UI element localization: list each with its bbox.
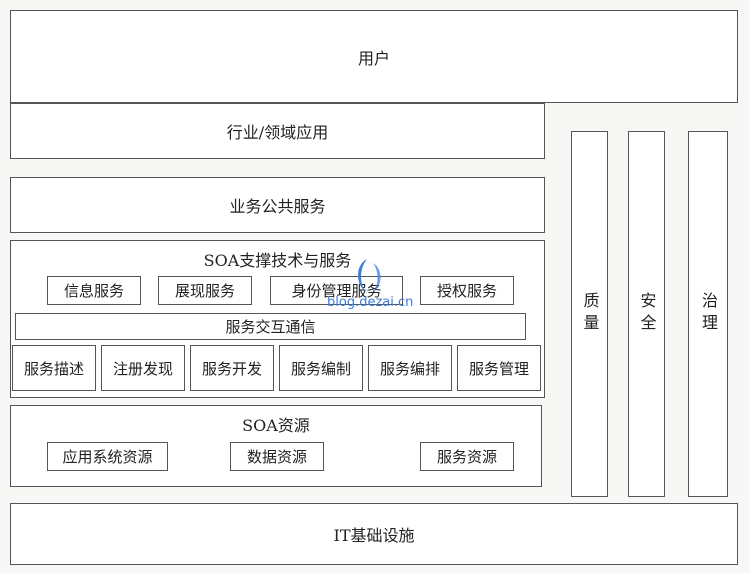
governance-label: 治理	[699, 292, 718, 336]
watermark-text: blog.dezai.cn	[327, 295, 414, 310]
industry-application-layer: 行业/领域应用	[10, 103, 545, 159]
industry-application-label: 行业/领域应用	[226, 123, 329, 142]
governance-column: 治理	[688, 131, 728, 497]
soa-support-title: SOA支撑技术与服务	[203, 251, 352, 270]
info-service-label: 信息服务	[63, 282, 124, 300]
identity-management-service-label: 身份管理服务	[291, 282, 382, 300]
service-development-label: 服务开发	[201, 359, 262, 378]
authorization-service: 授权服务	[420, 276, 514, 305]
service-orchestration: 服务编制	[279, 345, 363, 391]
quality-label: 质量	[580, 292, 600, 336]
service-choreography: 服务编排	[368, 345, 452, 391]
users-layer: 用户	[10, 10, 738, 103]
data-resources-label: 数据资源	[246, 448, 307, 466]
business-common-services-label: 业务公共服务	[229, 197, 326, 216]
users-label: 用户	[357, 48, 390, 68]
presentation-service-label: 展现服务	[174, 282, 235, 300]
soa-resources-title: SOA资源	[242, 416, 310, 435]
service-management-label: 服务管理	[468, 359, 529, 378]
watermark: blog.dezai.cn	[327, 255, 427, 315]
quality-column: 质量	[571, 131, 608, 497]
business-common-services-layer: 业务公共服务	[10, 177, 545, 233]
registry-discovery: 注册发现	[101, 345, 185, 391]
service-choreography-label: 服务编排	[379, 359, 440, 378]
application-system-resources-label: 应用系统资源	[62, 448, 153, 466]
data-resources: 数据资源	[230, 442, 324, 471]
it-infrastructure-layer: IT基础设施	[10, 503, 738, 565]
info-service: 信息服务	[47, 276, 141, 305]
authorization-service-label: 授权服务	[436, 282, 497, 300]
service-management: 服务管理	[457, 345, 541, 391]
service-interaction-communication-label: 服务交互通信	[225, 318, 316, 336]
security-column: 安全	[628, 131, 665, 497]
service-interaction-communication: 服务交互通信	[15, 313, 526, 340]
service-description-label: 服务描述	[23, 359, 84, 378]
service-description: 服务描述	[12, 345, 96, 391]
service-resources: 服务资源	[420, 442, 514, 471]
identity-management-service: 身份管理服务	[270, 276, 403, 305]
application-system-resources: 应用系统资源	[47, 442, 168, 471]
service-development: 服务开发	[190, 345, 274, 391]
service-orchestration-label: 服务编制	[290, 359, 351, 378]
watermark-logo-icon	[358, 259, 381, 293]
presentation-service: 展现服务	[158, 276, 252, 305]
security-label: 安全	[637, 292, 657, 336]
service-resources-label: 服务资源	[436, 448, 497, 466]
registry-discovery-label: 注册发现	[112, 359, 173, 378]
it-infrastructure-label: IT基础设施	[333, 526, 415, 545]
